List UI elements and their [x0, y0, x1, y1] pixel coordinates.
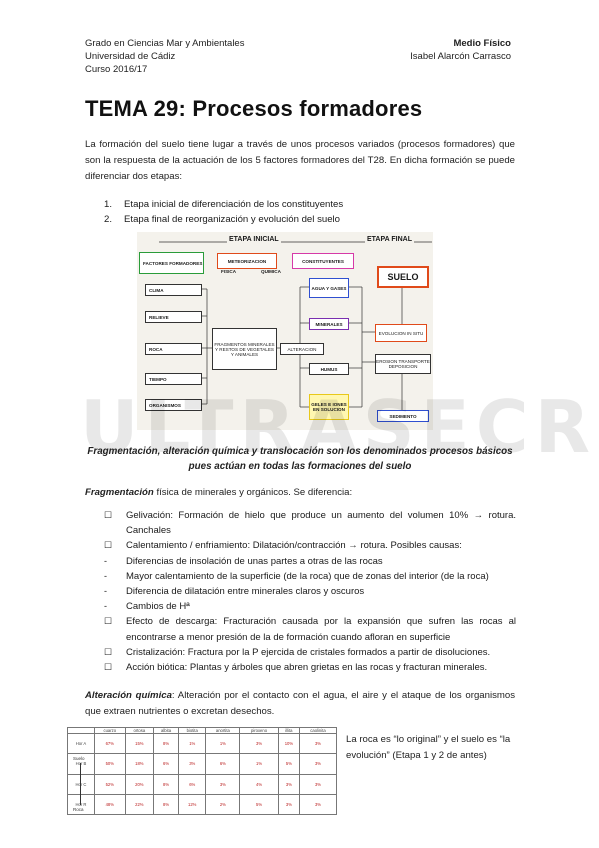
label-etapa-inicial: ETAPA INICIAL — [227, 236, 281, 243]
list-item: ☐Calentamiento / enfriamiento: Dilatació… — [104, 540, 462, 552]
table-row: Hor A 67%15% 8%1% 1%3% 10%3% — [67, 732, 338, 755]
header-degree: Grado en Ciencias Mar y Ambientales — [85, 38, 245, 49]
box-tiempo: TIEMPO — [145, 373, 202, 385]
box-clima: CLIMA — [145, 284, 202, 296]
axis-bottom-label: Roca — [73, 807, 84, 812]
page-title: TEMA 29: Procesos formadores — [85, 96, 423, 121]
list-item: -Diferencia de dilatación entre minerale… — [104, 586, 365, 598]
box-erosion: EROSION TRANSPORTE DEPOSICION — [375, 354, 431, 374]
table-row: Hor R 48%22% 8%12% 2%5% 3%3% — [67, 793, 338, 816]
list-item: ☐Efecto de descarga: Fracturación causad… — [104, 616, 516, 643]
box-meteorizacion: METEORIZACION — [217, 253, 277, 269]
list-item: -Mayor calentamiento de la superficie (d… — [104, 570, 489, 582]
header-right: Medio Físico Isabel Alarcón Carrasco — [410, 37, 511, 63]
axis-top-label: Suelo — [73, 756, 85, 761]
stage-item: 1.Etapa inicial de diferenciación de los… — [104, 199, 344, 210]
list-item: ☐Acción biótica: Plantas y árboles que a… — [104, 662, 488, 674]
label-quimica: QUIMICA — [261, 269, 281, 274]
box-minerales: MINERALES — [309, 318, 349, 330]
fragmentacion-rest: física de minerales y orgánicos. Se dife… — [153, 487, 353, 498]
header-left: Grado en Ciencias Mar y Ambientales Univ… — [85, 37, 244, 76]
box-evolucion: EVOLUCION IN SITU — [375, 324, 427, 342]
soil-formation-diagram: ETAPA INICIAL ETAPA FINAL FACTORES FORMA… — [137, 232, 433, 430]
box-sedimento: SEDIMENTO — [377, 410, 429, 422]
table-sidenote: La roca es “lo original” y el suelo es “… — [346, 734, 511, 761]
box-suelo: SUELO — [377, 266, 429, 288]
alteracion-lead: Alteración química — [85, 690, 172, 701]
alteracion-rest: : Alteración por el contacto con el agua… — [85, 690, 515, 717]
label-fisica: FISICA — [221, 269, 237, 274]
table-row: Hor C 52%20% 8%6% 3%4% 3%3% — [67, 773, 338, 795]
box-agua-gases: AGUA Y GASES — [309, 278, 349, 298]
list-item: -Cambios de Hª — [104, 601, 190, 613]
box-factores: FACTORES FORMADORES — [139, 252, 204, 274]
table-axis: Suelo Roca — [73, 756, 85, 812]
alteracion-paragraph: Alteración química: Alteración por el co… — [85, 688, 515, 720]
box-constituyentes: CONSTITUYENTES — [292, 253, 354, 269]
list-item: ☐Gelivación: Formación de hielo que prod… — [104, 510, 516, 537]
box-relieve: RELIEVE — [145, 311, 202, 323]
list-item: ☐ Cristalización: Fractura por la P ejer… — [104, 646, 491, 658]
fragmentacion-lead: Fragmentación — [85, 487, 154, 498]
mineral-table: cuarzo ortosa albita biotita anortita pi… — [67, 727, 338, 816]
box-roca: ROCA — [145, 343, 202, 355]
stage-item: 2.Etapa final de reorganización y evoluc… — [104, 214, 340, 225]
mineral-table-grid: cuarzo ortosa albita biotita anortita pi… — [67, 727, 338, 816]
box-fragmentos: FRAGMENTOS MINERALES Y RESTOS DE VEGETAL… — [212, 328, 277, 370]
box-organismos: ORGANISMOS — [145, 399, 202, 411]
box-humus: HUMUS — [309, 363, 349, 375]
fragmentacion-paragraph: Fragmentación física de minerales y orgá… — [85, 485, 515, 501]
box-geles: GELES E IONES EN SOLUCION — [309, 394, 349, 420]
box-alteracion: ALTERACION — [280, 343, 324, 355]
header-subject: Medio Físico — [453, 38, 511, 49]
watermark: ULTRASECRETO — [80, 385, 599, 469]
axis-arrow — [80, 763, 81, 805]
table-row: Hor B 50%18% 6%3% 6%1% 5%3% — [67, 753, 338, 775]
header-author: Isabel Alarcón Carrasco — [410, 51, 511, 62]
fragmentation-list: ☐Gelivación: Formación de hielo que prod… — [104, 508, 516, 675]
header-university: Universidad de Cádiz — [85, 51, 176, 62]
label-etapa-final: ETAPA FINAL — [365, 236, 414, 243]
intro-paragraph: La formación del suelo tiene lugar a tra… — [85, 139, 515, 182]
stages-list: 1.Etapa inicial de diferenciación de los… — [104, 197, 343, 227]
list-item: -Diferencias de insolación de unas parte… — [104, 555, 383, 567]
header-course: Curso 2016/17 — [85, 64, 148, 75]
diagram-caption: Fragmentación, alteración química y tran… — [87, 446, 513, 472]
